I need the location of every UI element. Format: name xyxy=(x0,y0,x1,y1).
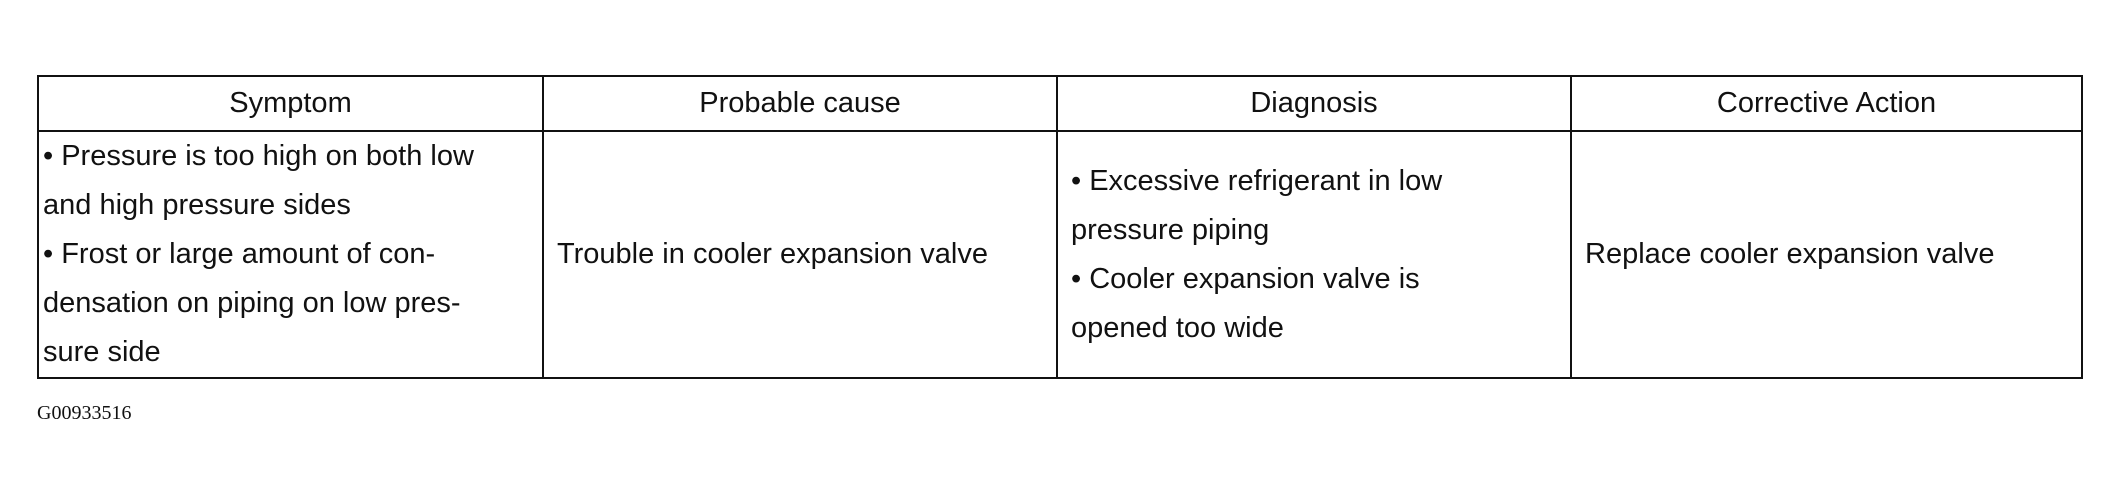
diagnosis-cell: • Excessive refrigerant in low pressure … xyxy=(1056,130,1572,379)
symptom-line: sure side xyxy=(43,336,161,368)
symptom-line: • Frost or large amount of con- xyxy=(43,238,436,270)
diagnosis-table-container: Symptom Probable cause Diagnosis Correct… xyxy=(37,75,2083,379)
diagnosis-line: • Excessive refrigerant in low xyxy=(1071,164,1443,197)
figure-id-label: G00933516 xyxy=(37,402,132,424)
header-symptom: Symptom xyxy=(37,75,544,132)
header-corrective-action: Corrective Action xyxy=(1570,75,2083,132)
symptom-line: densation on piping on low pres- xyxy=(43,287,461,319)
probable-cause-cell: Trouble in cooler expansion valve xyxy=(542,130,1058,379)
symptom-line: • Pressure is too high on both low xyxy=(43,140,474,172)
probable-cause-text: Trouble in cooler expansion valve xyxy=(557,238,988,270)
corrective-action-cell: Replace cooler expansion valve xyxy=(1570,130,2083,379)
table-header-row: Symptom Probable cause Diagnosis Correct… xyxy=(37,75,2083,132)
header-probable-cause: Probable cause xyxy=(542,75,1058,132)
diagnosis-line: opened too wide xyxy=(1071,311,1284,344)
diagnosis-line: pressure piping xyxy=(1071,213,1270,246)
corrective-action-text: Replace cooler expansion valve xyxy=(1585,238,1995,270)
symptom-cell: • Pressure is too high on both low and h… xyxy=(37,130,544,379)
symptom-line: and high pressure sides xyxy=(43,189,351,221)
header-diagnosis: Diagnosis xyxy=(1056,75,1572,132)
diagnosis-line: • Cooler expansion valve is xyxy=(1071,262,1420,295)
diagnosis-table: Symptom Probable cause Diagnosis Correct… xyxy=(37,75,2083,379)
table-row: • Pressure is too high on both low and h… xyxy=(37,130,2083,379)
